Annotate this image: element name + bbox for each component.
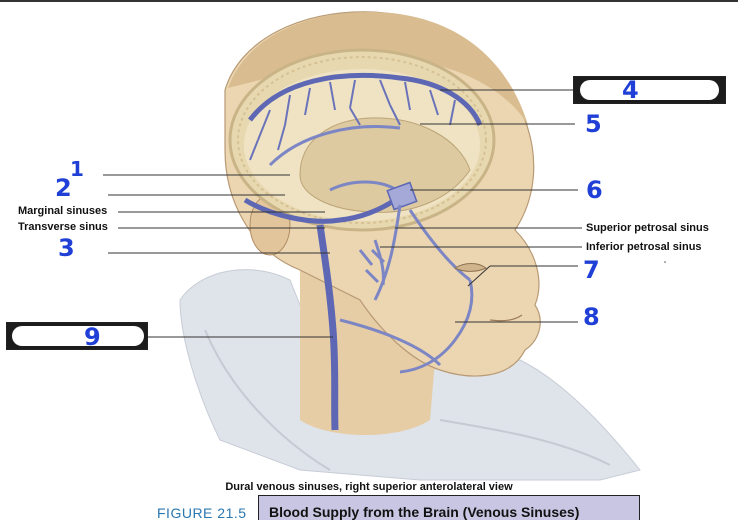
hair (228, 12, 528, 125)
correction-blot (580, 80, 719, 100)
handwritten-number-1: 1 (70, 157, 84, 181)
correction-blot (12, 326, 144, 346)
figure-title: Blood Supply from the Brain (Venous Sinu… (258, 495, 640, 520)
answer-box-4 (573, 76, 726, 104)
handwritten-number-6: 6 (586, 176, 603, 204)
label-marginal-sinuses: Marginal sinuses (18, 205, 108, 217)
cavernous-sinus (386, 181, 418, 211)
handwritten-number-5: 5 (585, 110, 602, 138)
answer-box-9 (6, 322, 148, 350)
handwritten-number-4: 4 (622, 76, 639, 104)
handwritten-number-9: 9 (84, 323, 101, 351)
superior-sagittal-sinus (248, 72, 483, 127)
handwritten-number-7: 7 (583, 256, 600, 284)
handwritten-number-8: 8 (583, 303, 600, 331)
handwritten-number-3: 3 (58, 234, 75, 262)
transverse-sinus (243, 197, 397, 224)
figure-number: FIGURE 21.5 (157, 505, 247, 521)
label-inferior-petrosal-sinus: Inferior petrosal sinus (586, 241, 702, 253)
eye (453, 263, 487, 272)
handwritten-number-2: 2 (55, 174, 72, 202)
label-transverse-sinus: Transverse sinus (18, 221, 108, 233)
internal-jugular-vein (316, 224, 339, 431)
figure-caption: Dural venous sinuses, right superior ant… (225, 481, 513, 493)
label-superior-petrosal-sinus: Superior petrosal sinus (586, 222, 709, 234)
